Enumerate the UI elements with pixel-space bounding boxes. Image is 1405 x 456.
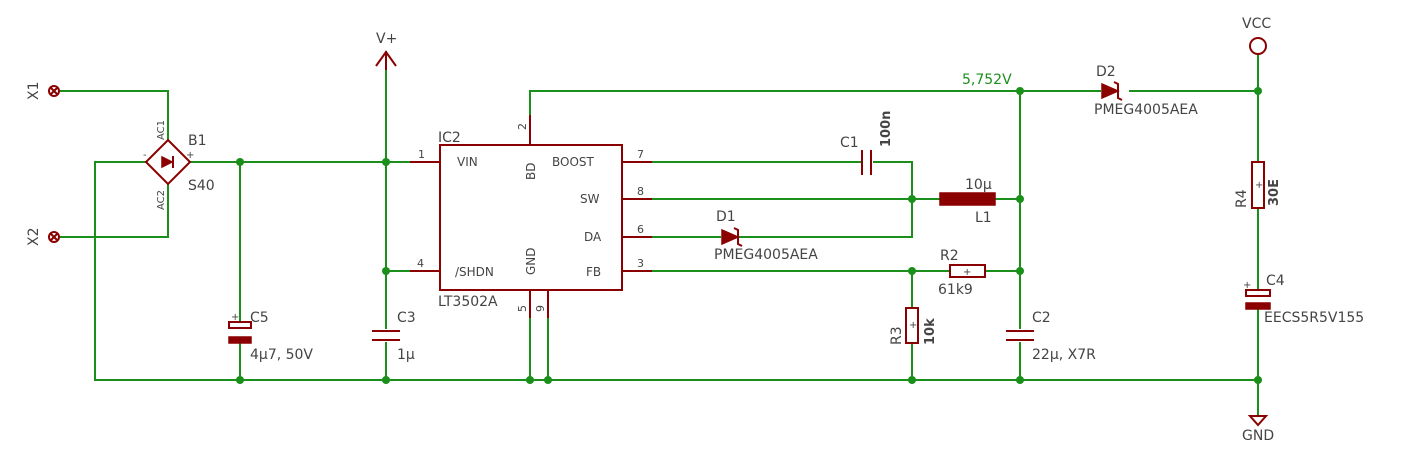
resistor-r2: + R2 61k9 [938,248,986,298]
svg-text:+: + [1243,280,1251,291]
r4-name: R4 [1234,189,1250,208]
d1-name: D1 [716,209,736,225]
ic-pinnum-da: 6 [637,223,644,236]
bridge-rectifier-b1: AC1 AC2 - + B1 S40 [143,120,215,210]
c2-name: C2 [1032,310,1051,326]
c3-value: 1µ [397,347,415,363]
ic-pinnum-bd: 2 [516,123,529,130]
capacitor-c3: C3 1µ [372,310,416,363]
ic-pin-sw: SW [580,192,600,206]
ic-pinnum-shdn: 4 [417,257,424,270]
d1-value: PMEG4005AEA [714,247,818,263]
ic-pin-gnd: GND [524,247,538,275]
r4-value: 30E [1267,179,1282,206]
ic-pinnum-gnd9: 9 [534,305,547,312]
c3-name: C3 [397,310,416,326]
ic-pin-vin: VIN [457,155,478,169]
bridge-plus-label: + [186,150,194,161]
ic-pin-shdn: /SHDN [455,265,494,279]
svg-text:+: + [909,320,917,331]
d2-value: PMEG4005AEA [1094,102,1198,118]
ic-part: LT3502A [438,294,498,310]
bridge-name: B1 [188,133,207,149]
ic-pinnum-fb: 3 [637,257,644,270]
c1-name: C1 [840,135,859,151]
c5-name: C5 [250,310,269,326]
vplus-label: V+ [376,31,397,47]
net-label-5752v: 5,752V [962,72,1012,88]
c5-value: 4µ7, 50V [250,347,313,363]
r3-value: 10k [923,318,938,345]
connector-x1: X1 [26,82,60,101]
c2-value: 22µ, X7R [1032,347,1096,363]
junction-dots [236,87,1262,384]
ic-pin-fb: FB [586,265,601,279]
ic-pin-boost: BOOST [552,155,595,169]
c1-value: 100n [879,111,894,147]
connector-x2: X2 [26,228,60,247]
capacitor-c4: + C4 EECS5R5V155 [1243,273,1364,326]
resistor-r3: + R3 10k [889,307,938,345]
vcc-supply: VCC [1242,16,1271,55]
vplus-supply: V+ [375,31,397,70]
c4-value: EECS5R5V155 [1264,310,1364,326]
ic-pin-da: DA [584,230,602,244]
l1-value: 10µ [965,177,992,193]
bridge-ac1-label: AC1 [156,120,167,140]
capacitor-c1: C1 100n [840,111,894,175]
inductor-l1: 10µ L1 [939,177,996,226]
ic-pinnum-sw: 8 [637,185,644,198]
l1-name: L1 [975,210,992,226]
resistor-r4: + R4 30E [1234,161,1282,209]
gnd-symbol: GND [1242,415,1274,444]
bridge-ac2-label: AC2 [156,190,167,210]
r3-name: R3 [889,326,905,345]
gnd-label: GND [1242,428,1274,444]
svg-text:+: + [231,312,239,323]
ic-pinnum-boost: 7 [637,148,644,161]
r2-name: R2 [940,248,959,264]
ic-name: IC2 [438,130,461,146]
r2-value: 61k9 [938,282,973,298]
capacitor-c2: C2 22µ, X7R [1006,310,1096,363]
bridge-value: S40 [188,178,215,194]
vcc-label: VCC [1242,16,1271,32]
diode-d2: D2 PMEG4005AEA [1094,64,1198,118]
svg-text:+: + [1255,180,1263,191]
c4-name: C4 [1266,273,1285,289]
connector-x1-label: X1 [26,82,42,101]
diode-d1: D1 PMEG4005AEA [714,209,818,263]
d2-name: D2 [1096,64,1116,80]
bridge-minus-label: - [143,150,147,161]
ic-pinnum-vin: 1 [418,148,425,161]
connector-x2-label: X2 [26,228,42,247]
ic-lt3502a: IC2 LT3502A VIN /SHDN BOOST SW DA FB BD … [410,115,652,318]
ic-pin-bd: BD [524,163,538,180]
ic-pinnum-gnd5: 5 [516,305,529,312]
svg-text:+: + [963,267,971,278]
capacitor-c5: + C5 4µ7, 50V [228,310,313,363]
